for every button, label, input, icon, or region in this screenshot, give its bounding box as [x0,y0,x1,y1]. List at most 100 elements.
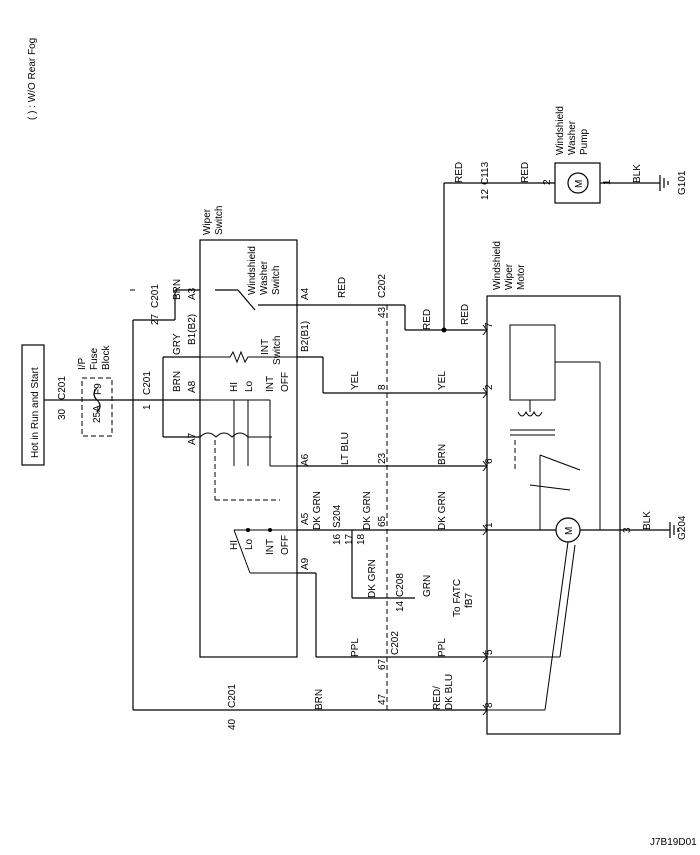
washer-pump-box [554,162,601,204]
svg-text:A3: A3 [187,287,198,300]
svg-text:14: 14 [395,600,406,612]
svg-text:67: 67 [377,658,388,670]
svg-text:HI: HI [229,540,240,550]
svg-text:A7: A7 [187,432,198,445]
svg-text:Lo: Lo [244,538,255,550]
svg-text:RED: RED [520,162,531,183]
svg-text:C202: C202 [377,274,388,298]
wiper-switch-box [199,239,298,658]
svg-text:C113: C113 [480,161,491,185]
int-switch-resistor [200,350,297,364]
svg-text:8: 8 [484,702,495,708]
svg-text:8: 8 [377,384,388,390]
svg-text:Washer: Washer [259,260,270,295]
svg-text:23: 23 [377,452,388,464]
svg-text:Switch: Switch [271,266,282,295]
svg-text:1: 1 [602,179,613,185]
svg-text:YEL: YEL [350,371,361,390]
svg-text:1: 1 [484,522,495,528]
svg-text:5: 5 [484,649,495,655]
svg-text:RED: RED [337,277,348,298]
svg-text:BRN: BRN [314,689,325,710]
svg-text:7: 7 [484,322,495,328]
svg-text:DK BLU: DK BLU [444,674,455,710]
figure-id: J7B19D01 [650,837,697,848]
svg-text:G101: G101 [677,170,688,195]
svg-text:OFF: OFF [280,535,291,555]
svg-text:Windshield: Windshield [555,106,566,155]
svg-text:Block: Block [101,345,112,370]
svg-text:27: 27 [150,313,161,325]
fuse-block [81,377,113,437]
svg-text:C208: C208 [395,573,406,597]
svg-text:RED/: RED/ [432,686,443,710]
svg-text:65: 65 [377,515,388,527]
svg-text:Switch: Switch [272,336,283,365]
svg-text:G204: G204 [677,515,688,540]
svg-text:17: 17 [344,533,355,545]
svg-text:B1(B2): B1(B2) [187,314,198,345]
svg-text:Fuse: Fuse [89,347,100,370]
svg-text:16: 16 [332,533,343,545]
fuse-name: F9 [93,383,104,395]
svg-text:C201: C201 [150,284,161,308]
svg-text:BLK: BLK [632,164,643,183]
note: ( ) : W/O Rear Fog [27,38,38,120]
svg-text:B2(B1): B2(B1) [300,321,311,352]
power-label: Hot in Run and Start [30,367,41,458]
svg-text:12: 12 [480,188,491,200]
svg-text:BLK: BLK [642,511,653,530]
svg-text:HI: HI [229,382,240,392]
svg-text:RED: RED [422,309,433,330]
motor-park-switch [509,324,556,401]
svg-text:18: 18 [356,533,367,545]
svg-text:LT BLU: LT BLU [340,432,351,465]
svg-text:DK GRN: DK GRN [312,491,323,530]
svg-text:INT: INT [265,376,276,392]
svg-text:C201: C201 [227,684,238,708]
svg-text:GRN: GRN [422,575,433,597]
svg-text:Windshield: Windshield [247,246,258,295]
svg-text:Wiper: Wiper [202,208,213,235]
svg-text:S204: S204 [332,504,343,528]
svg-text:6: 6 [484,458,495,464]
svg-text:BRN: BRN [172,371,183,392]
svg-text:Windshield: Windshield [492,241,503,290]
svg-text:INT: INT [265,539,276,555]
fuse-rating: 25A [92,405,103,423]
svg-text:C201: C201 [142,371,153,395]
svg-text:3: 3 [622,527,633,533]
svg-text:Motor: Motor [516,264,527,290]
svg-text:Pump: Pump [579,128,590,155]
svg-text:M: M [564,527,575,535]
svg-text:A9: A9 [300,557,311,570]
svg-text:I/P: I/P [77,357,88,370]
svg-text:C202: C202 [390,631,401,655]
svg-text:C201: C201 [57,376,68,400]
svg-text:43: 43 [377,306,388,318]
svg-text:47: 47 [377,693,388,705]
svg-text:DK GRN: DK GRN [437,491,448,530]
svg-text:Wiper: Wiper [504,263,515,290]
svg-text:PPL: PPL [437,638,448,657]
svg-text:Washer: Washer [567,120,578,155]
svg-text:A8: A8 [187,380,198,393]
svg-text:A5: A5 [300,512,311,525]
svg-text:DK GRN: DK GRN [362,491,373,530]
svg-text:BRN: BRN [437,444,448,465]
power-label-box [21,344,45,466]
svg-text:PPL: PPL [350,638,361,657]
fuse-symbol [93,387,101,413]
svg-text:INT: INT [260,339,271,355]
svg-text:To FATC: To FATC [452,579,463,617]
svg-text:YEL: YEL [437,371,448,390]
svg-text:Switch: Switch [214,206,225,235]
washer-pump-motor-symbol [567,172,589,194]
svg-text:GRY: GRY [172,333,183,355]
svg-text:A4: A4 [300,287,311,300]
svg-text:30: 30 [57,408,68,420]
svg-text:2: 2 [484,384,495,390]
svg-text:RED: RED [454,162,465,183]
